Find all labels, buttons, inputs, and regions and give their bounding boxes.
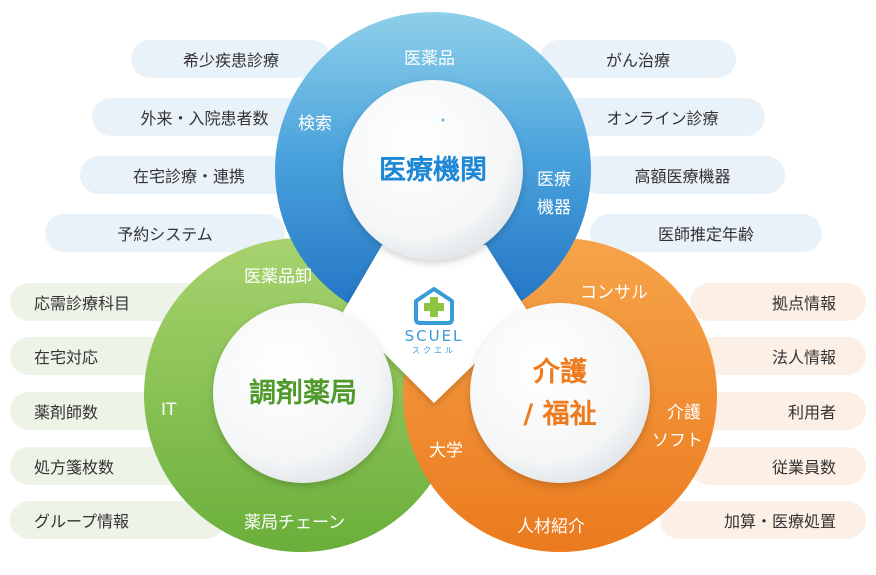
care-title-line2: / 福祉 — [523, 399, 597, 430]
pill-label: 希少疾患診療 — [182, 51, 279, 70]
ring-label-consult: コンサル — [580, 283, 648, 303]
ring-label-medical-1: 医療 — [537, 170, 571, 190]
logo-kana: スクエル — [412, 346, 456, 355]
pill-label: がん治療 — [605, 51, 670, 70]
pill-label: 従業員数 — [771, 458, 836, 477]
pill-users: 利用者 — [690, 392, 866, 430]
pill-label: オンライン診療 — [606, 109, 719, 128]
pill-cancer: がん治療 — [540, 40, 736, 78]
pill-label: 応需診療科目 — [34, 294, 131, 313]
ring-label-care-2: ソフト — [652, 431, 703, 451]
ring-label-search: 検索 — [298, 114, 332, 134]
pill-label: グループ情報 — [34, 512, 130, 531]
dot-mark — [441, 118, 445, 122]
pill-label: 在宅対応 — [34, 348, 99, 367]
pill-reservation: 予約システム — [45, 214, 285, 252]
pill-corporate: 法人情報 — [690, 337, 866, 375]
pill-label: 外来・入院患者数 — [140, 109, 269, 128]
care-title-line1: 介護 — [533, 357, 587, 388]
pill-doctor-age: 医師推定年齢 — [590, 214, 822, 252]
pill-label: 在宅診療・連携 — [132, 167, 245, 186]
pill-label: 加算・医療処置 — [723, 512, 836, 531]
pill-label: 利用者 — [787, 403, 836, 422]
pill-locations: 拠点情報 — [690, 283, 866, 321]
ring-label-care-1: 介護 — [667, 403, 701, 423]
pill-label: 法人情報 — [771, 348, 836, 367]
pill-label: 高額医療機器 — [634, 167, 731, 186]
ring-label-medical-2: 機器 — [537, 198, 571, 218]
ring-label-wholesale: 医薬品卸 — [244, 267, 312, 287]
ring-label-drugs: 医薬品 — [404, 49, 455, 69]
pill-rare-disease: 希少疾患診療 — [131, 40, 331, 78]
pill-additions: 加算・医療処置 — [660, 501, 866, 539]
medical-core — [343, 80, 523, 260]
pill-equipment: 高額医療機器 — [580, 156, 785, 194]
ring-label-it: IT — [161, 400, 177, 420]
logo-name: SCUEL — [404, 327, 464, 345]
care-core — [470, 303, 650, 483]
medical-title: 医療機関 — [379, 155, 487, 186]
pill-label: 薬剤師数 — [34, 403, 99, 422]
pill-label: 拠点情報 — [771, 294, 836, 313]
pharmacy-core — [213, 303, 393, 483]
ring-label-recruiting: 人材紹介 — [517, 517, 585, 537]
pill-label: 予約システム — [117, 225, 213, 244]
pill-label: 医師推定年齢 — [657, 225, 754, 244]
pill-online: オンライン診療 — [560, 98, 765, 136]
ring-label-chain: 薬局チェーン — [244, 513, 346, 533]
pill-group-info: グループ情報 — [10, 501, 225, 539]
pharmacy-title: 調剤薬局 — [249, 378, 357, 409]
pill-home-care: 在宅診療・連携 — [80, 156, 298, 194]
ring-label-university: 大学 — [429, 441, 463, 461]
pill-patient-count: 外来・入院患者数 — [92, 98, 317, 136]
pill-label: 処方箋枚数 — [34, 458, 115, 477]
pill-employees: 従業員数 — [690, 447, 866, 485]
house-cross-icon — [414, 287, 454, 325]
